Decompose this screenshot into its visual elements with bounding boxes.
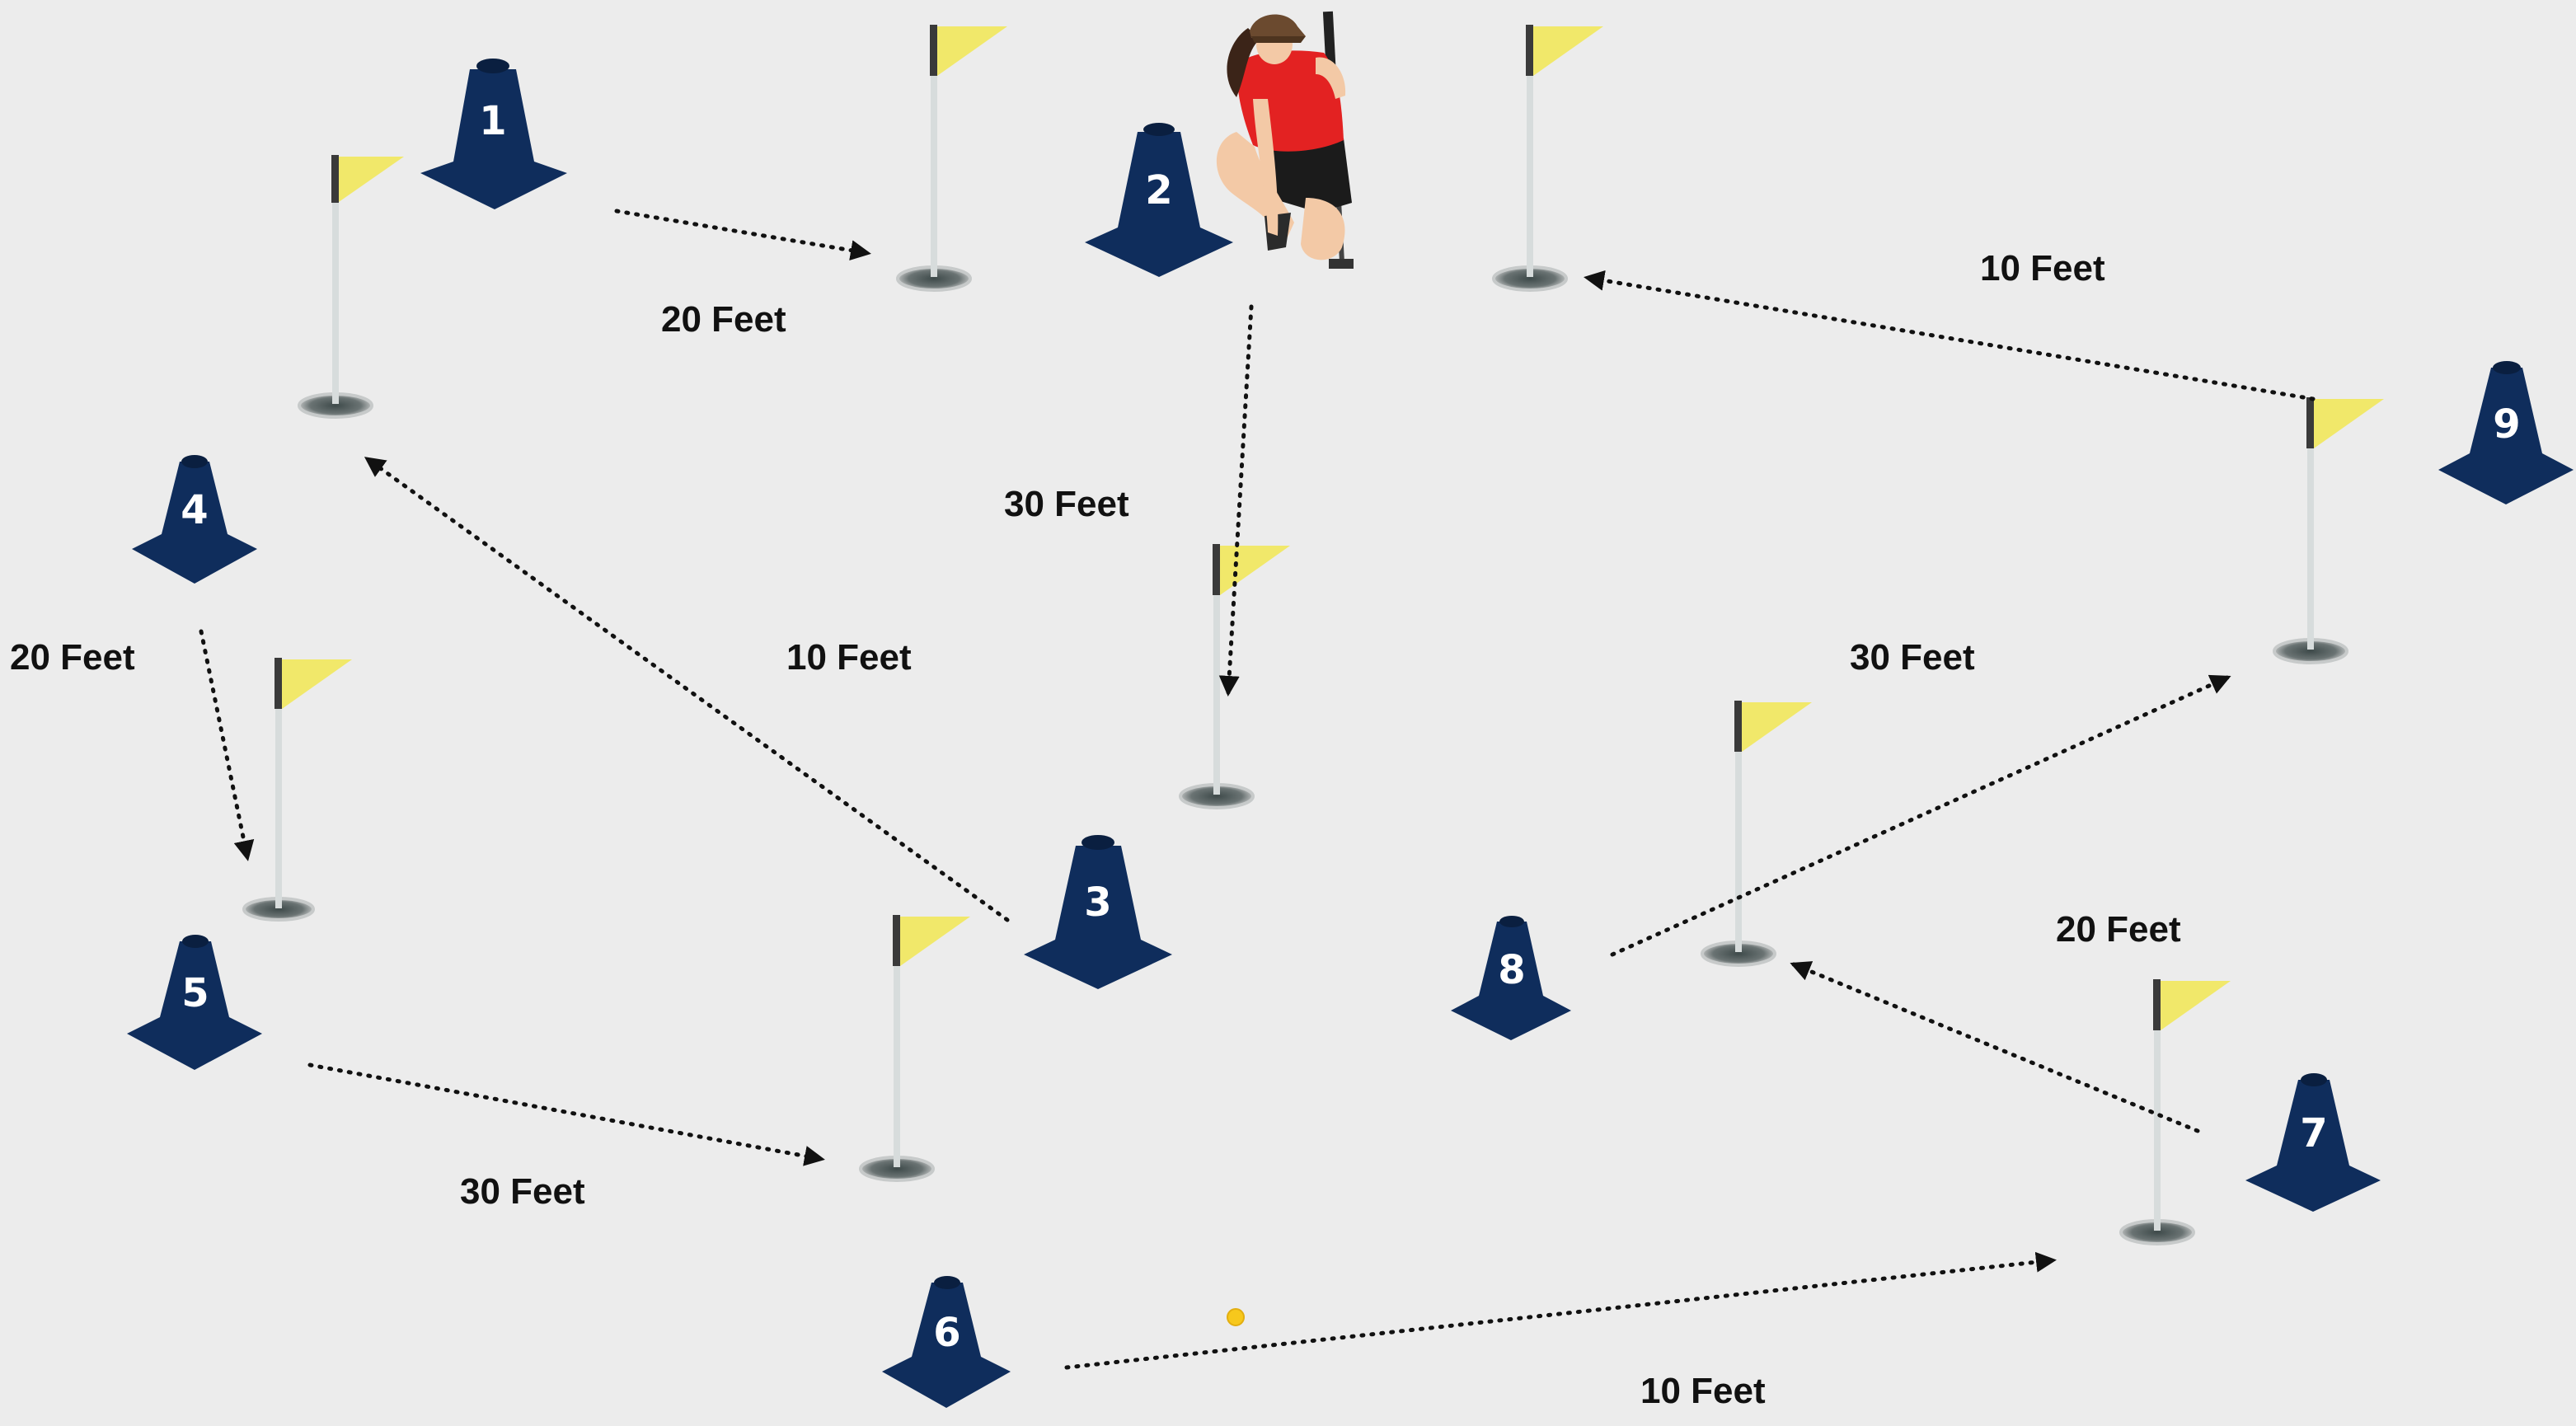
cone-number: 1 [479,98,506,144]
distance-label-2-to-3: 30 Feet [1004,484,1129,524]
cone-top-hole [1082,835,1114,850]
flag-pole-cap [893,915,900,966]
flag-pole-cap [1734,701,1742,752]
flag-pole-cap [930,25,937,76]
flag-pole-cap [1526,25,1533,76]
flag-pole-cap [274,658,282,709]
golf-flag-icon [1220,546,1290,595]
arrow-4-to-5 [201,631,247,857]
golf-flag-icon [937,26,1007,76]
cone-top-hole [181,455,208,468]
flag-group-b [898,25,1007,290]
distance-label-3-to-4: 10 Feet [786,637,912,678]
cone-number: 4 [181,487,208,533]
cone-3: 3 [1024,835,1172,989]
cone-top-hole [1143,123,1175,136]
arrow-6-to-7 [1067,1260,2053,1367]
cone-8: 8 [1451,916,1571,1040]
arrow-1-to-2 [617,211,867,253]
flag-pole-cap [2306,397,2314,448]
flag-pole-cap [1213,544,1220,595]
flag-group-a [299,155,404,417]
flag-group-g [1702,701,1812,965]
flag-pole-cap [331,155,339,203]
flag-group-f [244,658,352,920]
arrow-7-to-8 [1794,964,2198,1131]
golf-flag-icon [1533,26,1603,76]
flag-group-h [861,915,970,1180]
golf-flag-icon [900,917,970,966]
distance-label-5-to-6: 30 Feet [460,1171,585,1212]
cone-7: 7 [2245,1073,2381,1212]
arrow-3-to-4 [368,459,1007,920]
golfer-cap-brim [1251,36,1306,43]
distance-label-4-to-5: 20 Feet [10,637,135,678]
cone-6: 6 [882,1276,1011,1408]
cone-top-hole [2301,1073,2327,1086]
golfer-figure [1217,12,1354,269]
cone-top-hole [182,935,209,948]
cone-number: 7 [2300,1110,2327,1156]
cone-number: 2 [1145,167,1172,213]
golf-flag-icon [339,157,404,202]
distance-label-1-to-2: 20 Feet [661,299,786,340]
golf-flag-icon [2314,399,2384,448]
cone-top-hole [1499,916,1524,927]
arrow-2-to-3 [1228,307,1251,692]
cone-1: 1 [420,59,567,209]
distance-label-7-to-8: 20 Feet [2056,909,2181,950]
golf-ball-icon [1227,1309,1244,1325]
cone-2: 2 [1085,123,1233,277]
cone-number: 9 [2493,401,2520,448]
golf-flag-icon [2161,981,2231,1030]
flag-group-d [2274,397,2384,663]
cone-number: 6 [933,1310,960,1356]
flag-group-i [2121,979,2231,1244]
arrow-9-to-1 [1588,278,2313,399]
cone-number: 5 [181,970,209,1016]
golf-flag-icon [1742,702,1812,752]
arrow-5-to-6 [310,1065,821,1159]
cone-number: 8 [1498,947,1525,993]
cone-4: 4 [132,455,257,584]
flag-group-c [1494,25,1603,290]
distance-label-9-to-1: 10 Feet [1980,248,2105,288]
cone-5: 5 [127,935,262,1070]
golf-flag-icon [282,659,352,709]
distance-label-6-to-7: 10 Feet [1640,1371,1766,1411]
distance-label-8-to-9: 30 Feet [1850,637,1975,678]
cone-number: 3 [1084,880,1111,926]
cone-top-hole [934,1276,960,1289]
cone-top-hole [2493,361,2521,374]
cone-9: 9 [2438,361,2574,504]
putter-head [1329,259,1354,269]
flag-pole-cap [2153,979,2161,1030]
cone-top-hole [476,59,509,73]
golfer-cap [1250,15,1306,38]
